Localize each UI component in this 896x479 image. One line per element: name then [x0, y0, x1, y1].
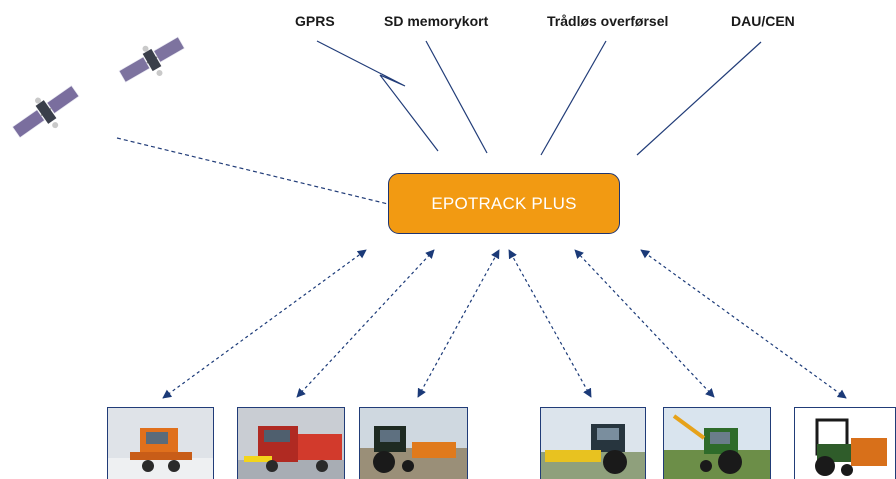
tractor-with-mower-arm-photo: [663, 407, 771, 479]
satellite-link-line: [116, 137, 389, 205]
satellite-icon: [118, 36, 185, 83]
vehicle-link-arrow: [162, 249, 367, 399]
tractor-with-yellow-blade-photo: [540, 407, 646, 479]
sd-memorykort-link-line: [425, 40, 488, 154]
channel-label-sd-memorykort: SD memorykort: [384, 13, 489, 29]
vehicle-link-arrow: [508, 249, 592, 398]
channel-label-tradlos-overforsel: Trådløs overførsel: [547, 13, 669, 29]
red-salt-truck-photo: [237, 407, 345, 479]
hub-label: EPOTRACK PLUS: [431, 193, 577, 213]
snowplow-truck-photo: [107, 407, 214, 479]
dau-cen-link-line: [636, 41, 762, 156]
tractor-with-spreader-photo: [359, 407, 468, 479]
gprs-link-line: [316, 40, 439, 152]
channel-label-dau-cen: DAU/CEN: [731, 13, 795, 29]
tradlos-link-line: [540, 40, 607, 156]
channel-label-gprs: GPRS: [295, 13, 335, 29]
vehicle-link-arrow: [296, 249, 435, 398]
vehicle-link-arrow: [574, 249, 715, 398]
compact-tractor-photo: [794, 407, 896, 479]
vehicle-link-arrow: [417, 249, 500, 398]
vehicle-link-arrow: [640, 249, 847, 399]
satellite-icon: [12, 85, 80, 139]
epotrack-plus-hub: EPOTRACK PLUS: [388, 173, 620, 234]
